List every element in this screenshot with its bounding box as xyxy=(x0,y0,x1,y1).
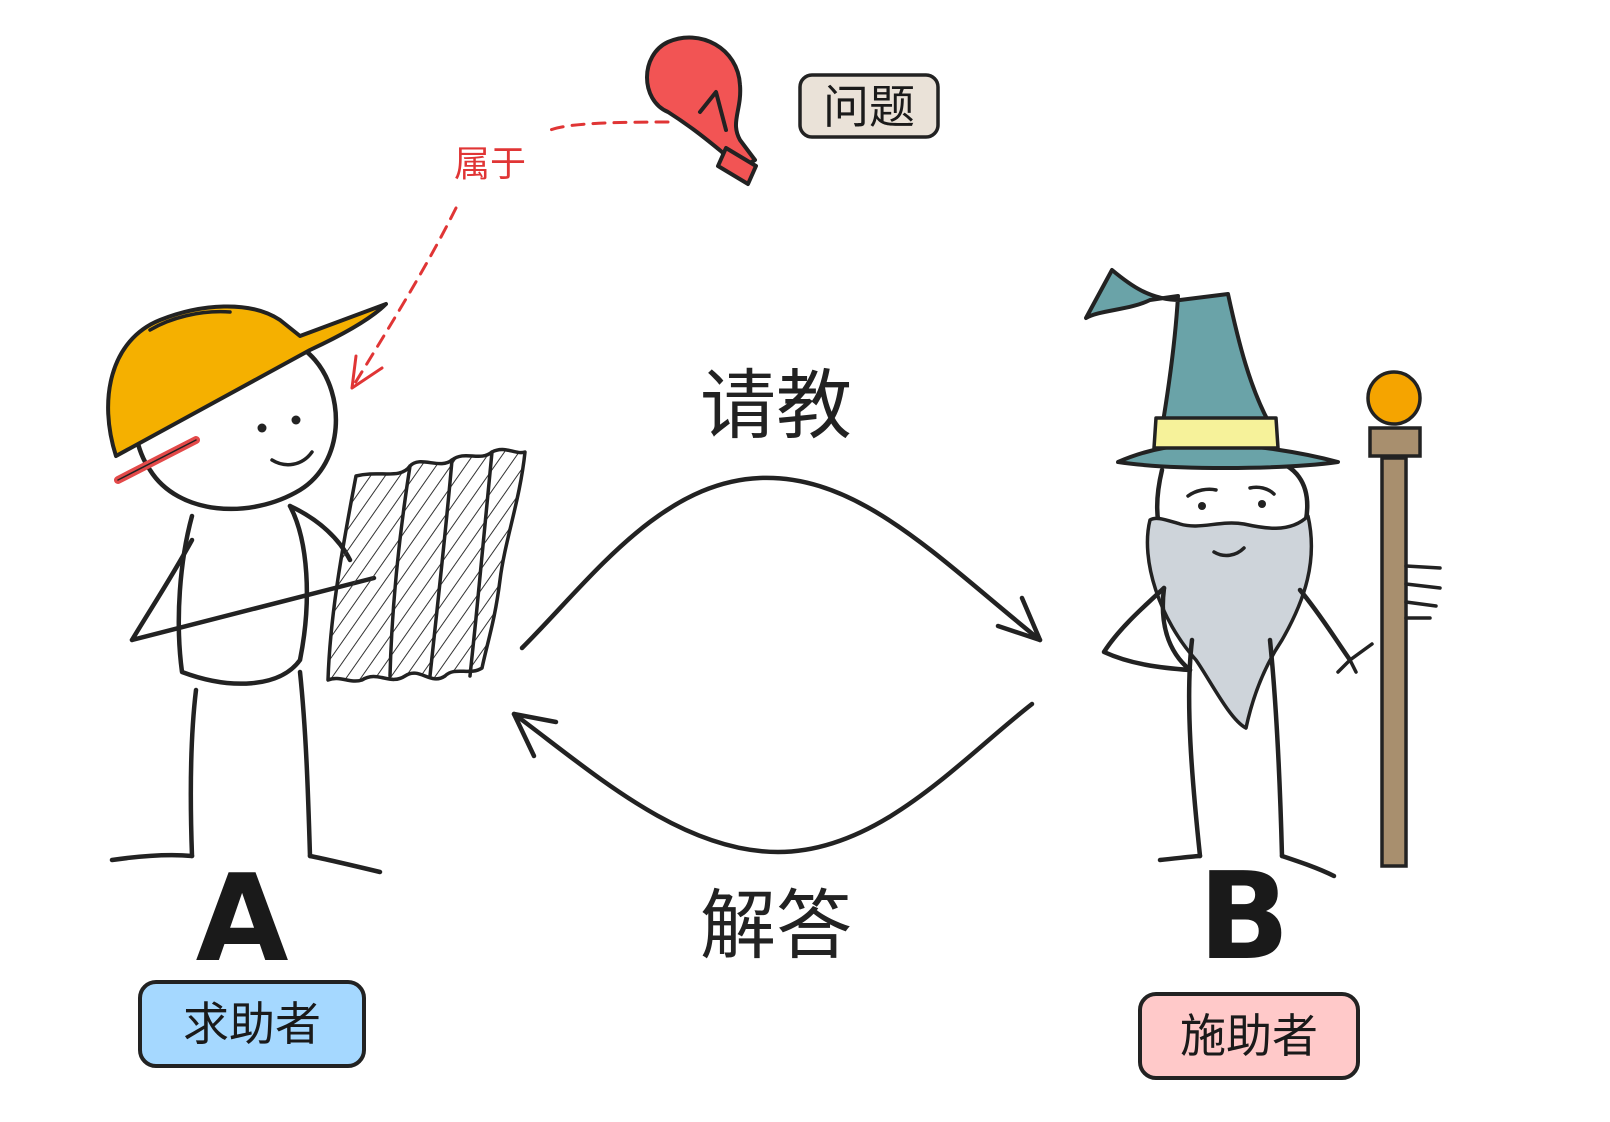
staff-icon xyxy=(1366,370,1442,868)
problem-tag-label: 问题 xyxy=(823,80,915,134)
wizard-hat-icon xyxy=(1084,268,1340,470)
hard-hat-icon xyxy=(106,302,388,458)
person-a-role-label: 求助者 xyxy=(183,997,321,1051)
map-icon xyxy=(326,447,527,683)
belongs-to-label: 属于 xyxy=(454,144,526,185)
person-a-letter: A xyxy=(196,850,289,989)
person-b-role-tag: 施助者 xyxy=(1138,992,1360,1080)
problem-tag: 问题 xyxy=(798,73,940,139)
answer-arrow xyxy=(511,701,1035,855)
belongs-to-arrow xyxy=(350,120,670,390)
person-b-role-label: 施助者 xyxy=(1180,1009,1318,1063)
person-b-figure xyxy=(1101,455,1374,879)
person-a-role-tag: 求助者 xyxy=(138,980,366,1068)
lightbulb-icon xyxy=(645,35,758,186)
answer-label: 解答 xyxy=(700,881,852,970)
person-a-figure xyxy=(106,302,388,875)
person-b-letter: B xyxy=(1198,848,1289,987)
ask-label: 请教 xyxy=(700,361,852,450)
pencil-icon xyxy=(114,436,200,484)
ask-arrow xyxy=(519,475,1043,651)
